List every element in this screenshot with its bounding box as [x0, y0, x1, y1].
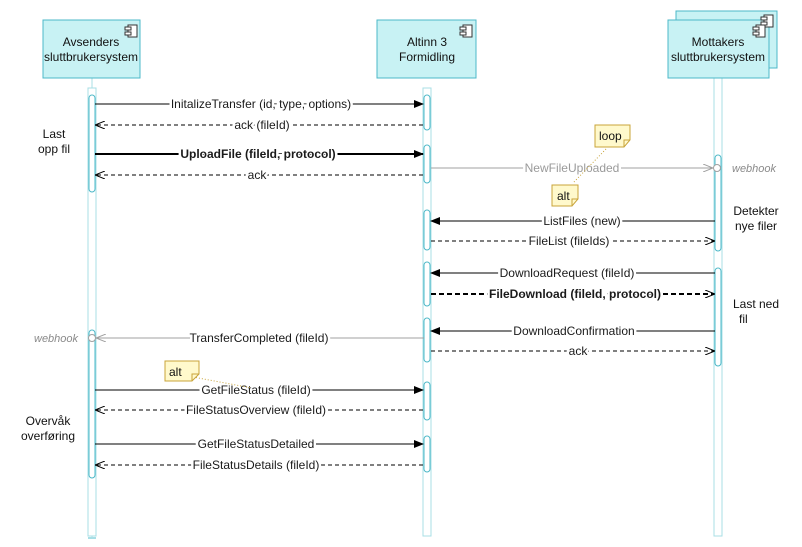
lifeline-broker: [422, 87, 432, 537]
activation-receiver-detect: [714, 154, 722, 252]
component-icon: [752, 24, 766, 38]
note-loop: loop: [572, 124, 631, 184]
message-label: FileStatusOverview (fileId): [186, 403, 326, 417]
message-label: InitalizeTransfer (id, type, options): [171, 97, 351, 111]
participant-receiver-line1: Mottakers: [692, 35, 745, 49]
note-alt-2-text: alt: [169, 365, 182, 379]
component-icon: [459, 24, 473, 38]
message-label: UploadFile (fileId, protocol): [180, 147, 335, 161]
activation-receiver-download: [714, 267, 722, 367]
webhook-endpoint: [88, 334, 96, 342]
note-alt-2: alt: [164, 360, 253, 389]
participant-sender-line1: Avsenders: [63, 35, 119, 49]
side-label-download-2: fil: [739, 312, 748, 326]
webhook-label-sender: webhook: [34, 333, 79, 345]
message-label: ListFiles (new): [543, 214, 620, 228]
participant-receiver: Mottakers sluttbrukersystem: [667, 10, 778, 79]
message-label: GetFileStatusDetailed: [198, 437, 315, 451]
participant-broker: Altinn 3 Formidling: [376, 19, 477, 79]
activation-broker-status: [423, 381, 431, 421]
message-label: FileList (fileIds): [529, 234, 610, 248]
message-label: ack: [569, 344, 589, 358]
activation-broker-init: [423, 94, 431, 131]
message-label: FileStatusDetails (fileId): [193, 458, 320, 472]
message-label: ack: [248, 168, 268, 182]
activation-broker-detail: [423, 435, 431, 473]
participant-receiver-line2: sluttbrukersystem: [671, 50, 765, 64]
note-alt-1: alt: [551, 184, 579, 207]
message-label: DownloadConfirmation: [513, 324, 634, 338]
webhook-endpoint: [713, 164, 721, 172]
side-label-download-1: Last ned: [733, 297, 779, 311]
side-labels: Last opp fil Detekter nye filer Last ned…: [21, 127, 779, 443]
message-label: NewFileUploaded: [525, 161, 620, 175]
note-alt-1-text: alt: [557, 189, 570, 203]
message-label: GetFileStatus (fileId): [201, 383, 310, 397]
activation-sender-monitor: [88, 329, 96, 479]
activations: [88, 94, 722, 479]
participant-sender-line2: sluttbrukersystem: [44, 50, 138, 64]
activation-broker-confirm: [423, 317, 431, 363]
message-label: DownloadRequest (fileId): [500, 266, 635, 280]
activation-broker-list: [423, 209, 431, 251]
activation-sender-upload: [88, 94, 96, 193]
note-loop-text: loop: [599, 129, 622, 143]
side-label-monitor-1: Overvåk: [26, 414, 72, 428]
side-label-upload-2: opp fil: [38, 142, 70, 156]
activation-broker-upload: [423, 144, 431, 184]
component-icon: [124, 24, 138, 38]
activation-broker-download: [423, 261, 431, 307]
side-label-detect-1: Detekter: [733, 204, 778, 218]
side-label-detect-2: nye filer: [735, 219, 777, 233]
participant-broker-line1: Altinn 3: [407, 35, 447, 49]
messages: InitalizeTransfer (id, type, options) ac…: [88, 95, 721, 475]
participant-broker-line2: Formidling: [399, 50, 455, 64]
message-label: TransferCompleted (fileId): [190, 331, 329, 345]
message-label: FileDownload (fileId, protocol): [489, 287, 661, 301]
participant-sender: Avsenders sluttbrukersystem: [42, 19, 141, 79]
side-label-upload-1: Last: [43, 127, 66, 141]
message-label: ack (fileId): [234, 118, 289, 132]
side-label-monitor-2: overføring: [21, 429, 75, 443]
webhook-label-receiver: webhook: [732, 163, 777, 175]
